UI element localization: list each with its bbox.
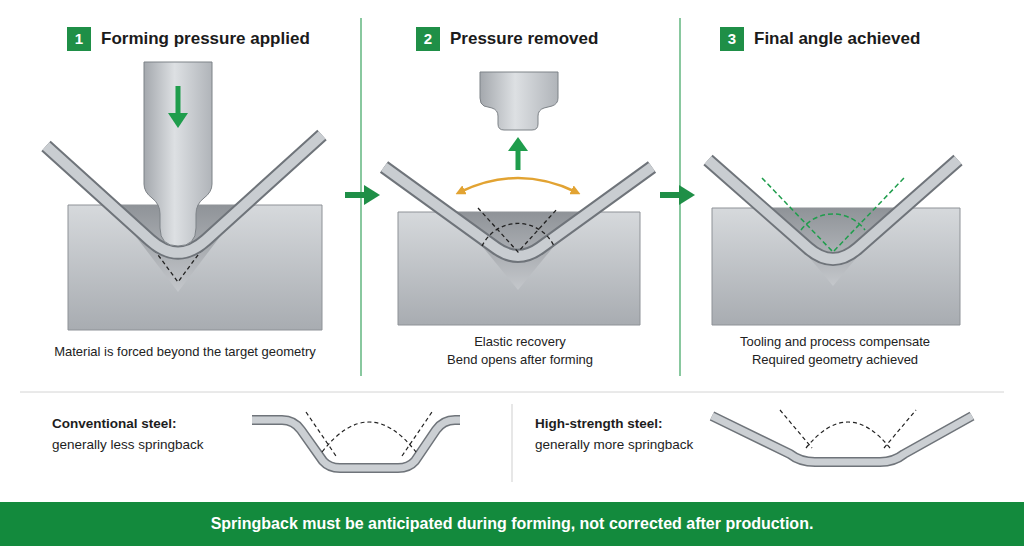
step-badge: 1Forming pressure applied (67, 27, 91, 51)
punch-tool (480, 72, 558, 130)
panel-caption: Bend opens after forming (380, 352, 660, 368)
release-arrow (516, 148, 521, 170)
sheet-metal (708, 160, 958, 259)
bent-part (252, 420, 460, 468)
force-arrow (176, 86, 181, 116)
flow-arrow (660, 192, 685, 198)
springback-arrow (460, 178, 576, 192)
step-badge: 2Pressure removed (416, 27, 440, 51)
step-panel: Tooling and process compensateRequired g… (695, 14, 1010, 380)
angle-arc (801, 214, 865, 230)
bent-part (712, 416, 972, 462)
target-outline (780, 410, 916, 448)
step-panel: Material is forced beyond the target geo… (20, 14, 345, 380)
punch-tool (144, 62, 212, 246)
flow-arrow (345, 192, 370, 198)
panel-caption: Tooling and process compensate (695, 334, 975, 350)
target-outline (478, 208, 558, 252)
step-heading: Final angle achieved (754, 27, 920, 51)
material-note: generally less springback (52, 437, 204, 452)
step-number: 1 (67, 27, 91, 51)
panel-caption: Elastic recovery (380, 334, 660, 350)
angle-arc (322, 422, 416, 452)
sheet-metal (384, 167, 652, 256)
sheet-metal (708, 160, 958, 259)
force-arrow (168, 113, 188, 128)
step-heading: Forming pressure applied (101, 27, 310, 51)
angle-arc (806, 422, 890, 448)
target-outline (306, 412, 432, 456)
material-name: High-strength steel: (535, 416, 663, 431)
bent-part (712, 416, 972, 462)
step-number: 3 (720, 27, 744, 51)
angle-arc (482, 223, 554, 246)
release-arrow (508, 137, 528, 151)
panel-caption: Material is forced beyond the target geo… (30, 344, 340, 360)
material-name: Conventional steel: (52, 416, 177, 431)
v-die (398, 212, 640, 325)
step-badge: 3Final angle achieved (720, 27, 744, 51)
comparison-divider (512, 404, 513, 482)
v-die (712, 208, 960, 325)
message-band: Springback must be anticipated during fo… (0, 502, 1024, 546)
bent-part (252, 420, 460, 468)
panel-divider (360, 18, 361, 376)
panel-caption: Required geometry achieved (695, 352, 975, 368)
sheet-metal (384, 167, 652, 256)
target-outline (762, 178, 904, 252)
key-message: Springback must be anticipated during fo… (0, 502, 1024, 546)
die-groove (768, 208, 898, 286)
step-heading: Pressure removed (450, 27, 598, 51)
material-note: generally more springback (535, 437, 693, 452)
step-panel: Elastic recoveryBend opens after forming… (380, 14, 660, 380)
section-divider (20, 392, 1004, 393)
step-number: 2 (416, 27, 440, 51)
panel-divider (679, 18, 680, 376)
